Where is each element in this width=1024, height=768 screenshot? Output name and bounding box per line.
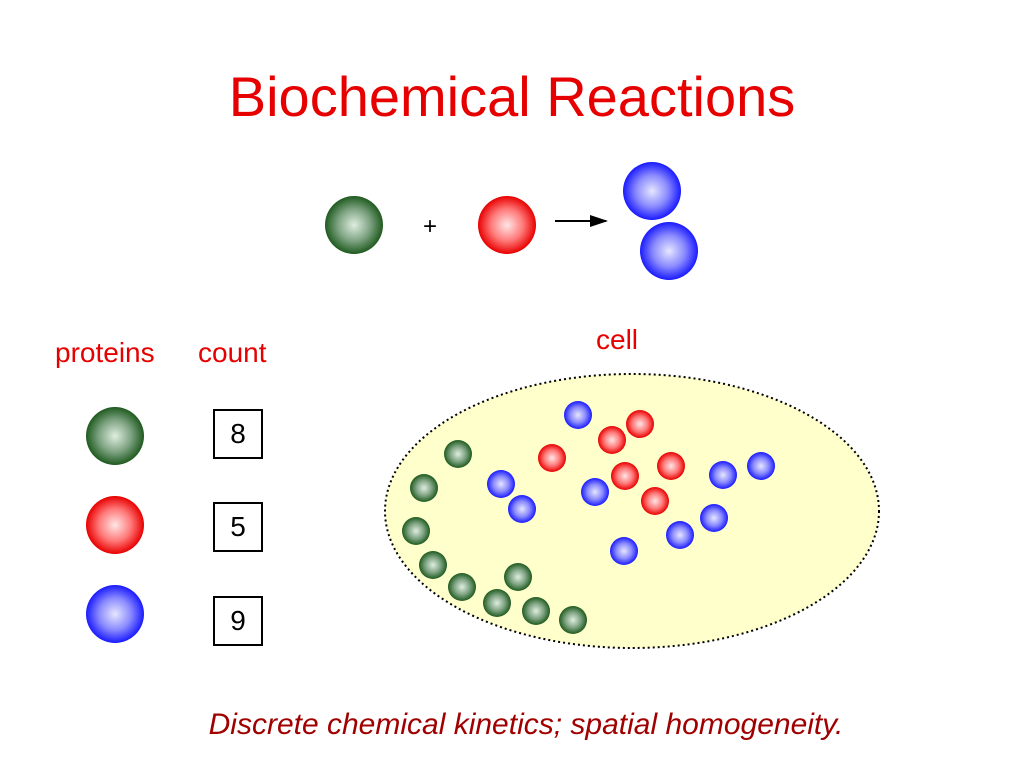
cell-green-molecule-6 [483,589,511,617]
cell-blue-molecule-2 [487,470,515,498]
legend-blue-molecule [86,585,144,643]
proteins-label: proteins [55,337,155,368]
cell-blue-molecule-1 [564,401,592,429]
cell-red-molecule-1 [538,444,566,472]
cell-blue-molecule-3 [508,495,536,523]
cell-blue-molecule-6 [666,521,694,549]
cell-red-molecule-2 [598,426,626,454]
reactant-red-molecule [478,196,536,254]
count-label: count [198,337,267,368]
reactant-green-molecule [325,196,383,254]
product-blue-molecule-1 [623,162,681,220]
cell-red-molecule-3 [626,410,654,438]
cell-blue-molecule-5 [610,537,638,565]
cell-green-molecule-3 [402,517,430,545]
cell-green-molecule-8 [522,597,550,625]
cell-green-molecule-9 [559,606,587,634]
legend-green-molecule [86,407,144,465]
cell-red-molecule-5 [657,452,685,480]
cell-blue-molecule-9 [747,452,775,480]
slide-title: Biochemical Reactions [228,65,796,128]
cell-red-molecule-4 [611,462,639,490]
caption: Discrete chemical kinetics; spatial homo… [208,708,844,741]
green-count-box: 8 [213,409,263,459]
product-blue-molecule-2 [640,222,698,280]
legend-red-molecule [86,496,144,554]
cell-molecules [402,401,775,634]
blue-count-box: 9 [213,596,263,646]
red-count-box: 5 [213,502,263,552]
cell-blue-molecule-4 [581,478,609,506]
cell-green-molecule-2 [410,474,438,502]
cell-green-molecule-1 [444,440,472,468]
cell-label: cell [596,324,639,355]
cell-blue-molecule-8 [709,461,737,489]
plus-sign: + [423,213,438,240]
cell-green-molecule-4 [419,551,447,579]
cell-green-molecule-5 [448,573,476,601]
cell-red-molecule-6 [641,487,669,515]
cell-green-molecule-7 [504,563,532,591]
cell-blue-molecule-7 [700,504,728,532]
